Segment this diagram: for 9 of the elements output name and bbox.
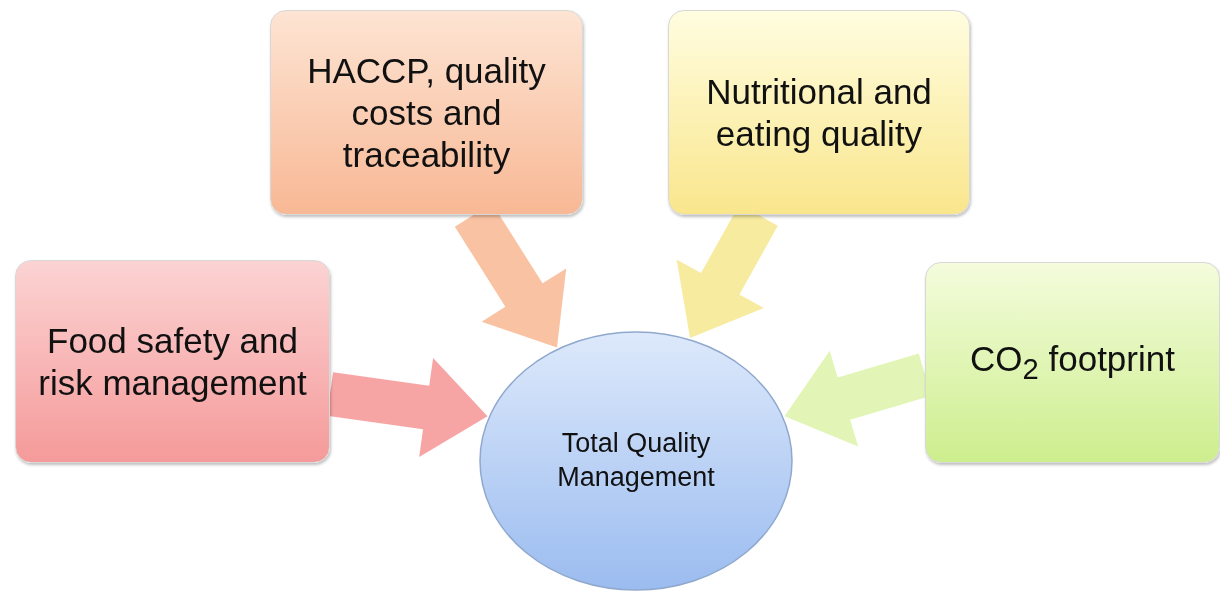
node-text: HACCP, quality costs and traceability [306, 49, 547, 176]
process-box [270, 10, 583, 215]
node-text: Total Quality Management [556, 427, 716, 494]
node-text: Food safety and risk management [37, 319, 308, 404]
process-box [668, 10, 970, 215]
process-box [15, 260, 330, 463]
node-text: CO$_{2}$ footprint [970, 338, 1175, 387]
node-text: Nutritional and eating quality [705, 70, 933, 155]
process-box [925, 262, 1220, 463]
